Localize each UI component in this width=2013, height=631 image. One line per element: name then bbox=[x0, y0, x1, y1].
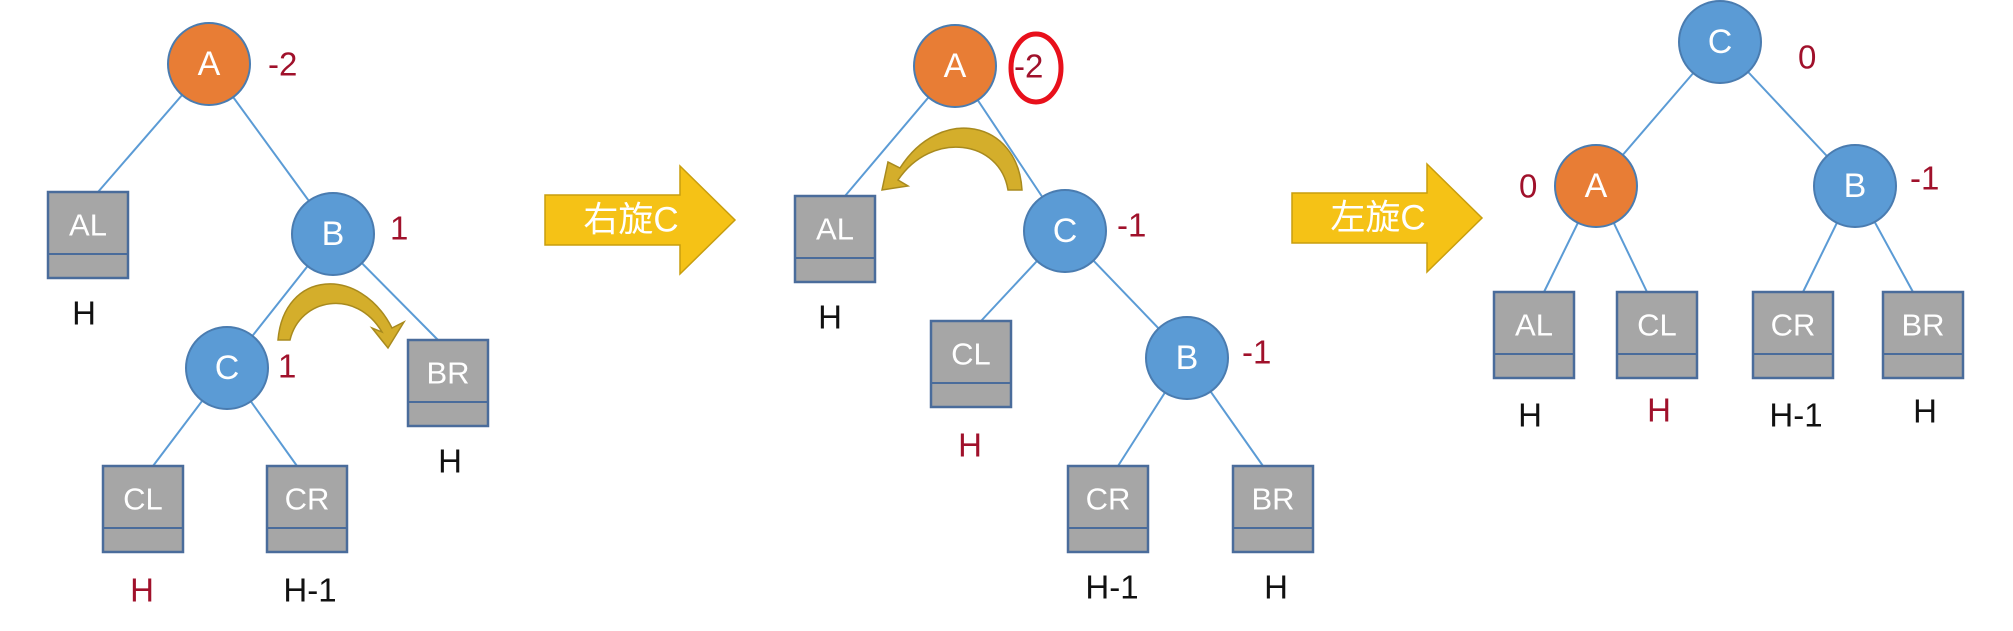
subtree-label: CL bbox=[951, 337, 991, 372]
rotation-arrow-2: 左旋C bbox=[1291, 162, 1484, 274]
subtree-cr: CR bbox=[1751, 290, 1835, 380]
subtree-label: CR bbox=[285, 482, 330, 517]
node-circle bbox=[1678, 0, 1762, 84]
subtree-cl: CL bbox=[101, 464, 185, 554]
subtree-cr: CR bbox=[265, 464, 349, 554]
tree-node-b: B bbox=[1813, 144, 1897, 228]
curved-rotation-arrow bbox=[881, 127, 1023, 191]
node-circle bbox=[1145, 316, 1229, 400]
node-label: C bbox=[1708, 23, 1733, 61]
node-circle bbox=[185, 326, 269, 410]
tree-node-a: A bbox=[167, 22, 251, 106]
subtree-box bbox=[929, 319, 1013, 409]
subtree-label: BR bbox=[1251, 482, 1294, 517]
node-circle bbox=[167, 22, 251, 106]
balance-factor: 1 bbox=[390, 210, 408, 247]
subtree-box bbox=[1751, 290, 1835, 380]
height-label: H-1 bbox=[1085, 569, 1138, 606]
balance-factor: -2 bbox=[268, 46, 297, 83]
subtree-label: BR bbox=[1901, 308, 1944, 343]
node-label: B bbox=[1844, 167, 1867, 205]
height-label: H bbox=[1518, 397, 1542, 434]
subtree-label: CL bbox=[1637, 308, 1677, 343]
subtree-box bbox=[265, 464, 349, 554]
subtree-br: BR bbox=[1881, 290, 1965, 380]
block-arrow-shape bbox=[1291, 162, 1484, 274]
subtree-label: BR bbox=[426, 356, 469, 391]
subtree-boxes: AL BR CL CR AL CL CR BR AL CL CR BR bbox=[46, 190, 1965, 554]
tree-node-b: B bbox=[1145, 316, 1229, 400]
subtree-box bbox=[101, 464, 185, 554]
tree-node-c: C bbox=[1023, 189, 1107, 273]
node-label: B bbox=[1176, 339, 1199, 377]
subtree-al: AL bbox=[1492, 290, 1576, 380]
subtree-box bbox=[1231, 464, 1315, 554]
subtree-box bbox=[1881, 290, 1965, 380]
node-circle bbox=[1023, 189, 1107, 273]
balance-factor: 0 bbox=[1519, 168, 1537, 205]
block-arrow-shape bbox=[544, 164, 737, 276]
subtree-al: AL bbox=[793, 194, 877, 284]
tree-nodes: A B C A C B C A B bbox=[167, 0, 1897, 410]
rotation-arrows: 右旋C 左旋C bbox=[277, 127, 1484, 350]
height-label: H bbox=[1913, 393, 1937, 430]
subtree-box bbox=[406, 338, 490, 428]
subtree-label: AL bbox=[816, 212, 854, 247]
tree-node-b: B bbox=[291, 192, 375, 276]
node-label: B bbox=[322, 215, 345, 253]
subtree-br: BR bbox=[406, 338, 490, 428]
balance-factor: 1 bbox=[278, 348, 296, 385]
node-label: A bbox=[198, 45, 221, 83]
node-circle bbox=[291, 192, 375, 276]
height-label: H-1 bbox=[283, 572, 336, 609]
subtree-al: AL bbox=[46, 190, 130, 280]
highlight-circle bbox=[1008, 31, 1064, 105]
balance-factor: -1 bbox=[1910, 160, 1939, 197]
subtree-label: CR bbox=[1771, 308, 1816, 343]
subtree-cr: CR bbox=[1066, 464, 1150, 554]
node-circle bbox=[1813, 144, 1897, 228]
node-circle bbox=[913, 24, 997, 108]
node-label: A bbox=[1585, 167, 1608, 205]
subtree-label: CR bbox=[1086, 482, 1131, 517]
rotation-label: 右旋C bbox=[583, 201, 678, 240]
subtree-cl: CL bbox=[929, 319, 1013, 409]
height-label: H bbox=[818, 299, 842, 336]
balance-factor: -2 bbox=[1014, 48, 1043, 85]
height-label: H bbox=[130, 572, 154, 609]
height-label: H bbox=[1647, 392, 1671, 429]
node-label: C bbox=[215, 349, 240, 387]
subtree-box bbox=[1492, 290, 1576, 380]
balance-factor: 0 bbox=[1798, 39, 1816, 76]
height-label: H bbox=[958, 427, 982, 464]
height-label: H bbox=[438, 443, 462, 480]
subtree-box bbox=[793, 194, 877, 284]
subtree-br: BR bbox=[1231, 464, 1315, 554]
node-label: C bbox=[1053, 212, 1078, 250]
height-label: H-1 bbox=[1769, 397, 1822, 434]
height-label: H bbox=[1264, 569, 1288, 606]
tree-node-a: A bbox=[1554, 144, 1638, 228]
tree-node-c: C bbox=[185, 326, 269, 410]
subtree-label: CL bbox=[123, 482, 163, 517]
balance-factor: -1 bbox=[1242, 334, 1271, 371]
subtree-label: AL bbox=[69, 208, 107, 243]
rotation-arrow-1: 右旋C bbox=[544, 164, 737, 276]
curved-rotation-arrow bbox=[277, 283, 407, 350]
subtree-box bbox=[46, 190, 130, 280]
tree-node-a: A bbox=[913, 24, 997, 108]
balance-factor: -1 bbox=[1117, 207, 1146, 244]
height-label: H bbox=[72, 295, 96, 332]
node-label: A bbox=[944, 47, 967, 85]
subtree-box bbox=[1066, 464, 1150, 554]
node-circle bbox=[1554, 144, 1638, 228]
subtree-label: AL bbox=[1515, 308, 1553, 343]
rotation-label: 左旋C bbox=[1330, 199, 1425, 238]
subtree-box bbox=[1615, 290, 1699, 380]
tree-node-c: C bbox=[1678, 0, 1762, 84]
subtree-cl: CL bbox=[1615, 290, 1699, 380]
